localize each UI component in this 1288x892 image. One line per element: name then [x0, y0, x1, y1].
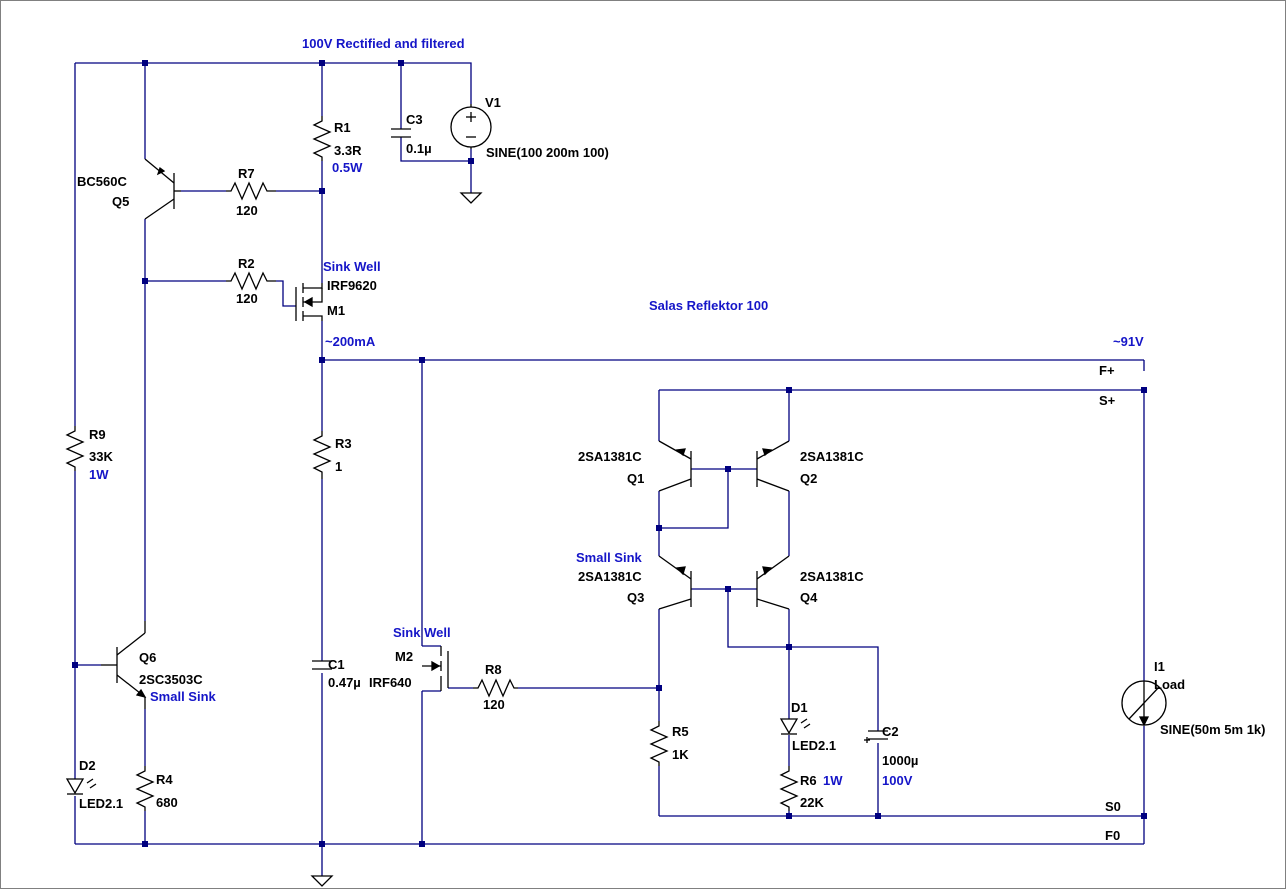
- resistor-r9-symbol[interactable]: [65, 426, 85, 471]
- d2-ref: D2: [79, 758, 96, 773]
- r1-ref: R1: [334, 120, 351, 135]
- q3-small-sink-note: Small Sink: [576, 550, 643, 565]
- net-s0: S0: [1105, 799, 1121, 814]
- c3-value: 0.1µ: [406, 141, 432, 156]
- c2-ref: C2: [882, 724, 899, 739]
- q1-ref: Q1: [627, 471, 644, 486]
- r1-rating: 0.5W: [332, 160, 363, 175]
- r3-value: 1: [335, 459, 342, 474]
- r2-ref: R2: [238, 256, 255, 271]
- ground-icon: [459, 192, 483, 204]
- resistor-r3-symbol[interactable]: [312, 431, 332, 479]
- r6-ref: R6: [800, 773, 817, 788]
- current-source-i1-symbol[interactable]: [1121, 680, 1167, 727]
- voltage-note: ~91V: [1113, 334, 1144, 349]
- capacitor-c1-symbol[interactable]: [312, 660, 332, 670]
- net-s-plus: S+: [1099, 393, 1116, 408]
- v1-value: SINE(100 200m 100): [486, 145, 609, 160]
- r4-value: 680: [156, 795, 178, 810]
- q1-value: 2SA1381C: [578, 449, 642, 464]
- q3-value: 2SA1381C: [578, 569, 642, 584]
- r9-ref: R9: [89, 427, 106, 442]
- r2-value: 120: [236, 291, 258, 306]
- i1-name: Load: [1154, 677, 1185, 692]
- q5-ref: Q5: [112, 194, 129, 209]
- m2-sink-well-note: Sink Well: [393, 625, 451, 640]
- q5-value: BC560C: [77, 174, 127, 189]
- m1-value: IRF9620: [327, 278, 377, 293]
- transistor-q5-symbol[interactable]: [144, 158, 181, 220]
- r8-value: 120: [483, 697, 505, 712]
- m1-sink-well-note: Sink Well: [323, 259, 381, 274]
- q6-small-sink-note: Small Sink: [150, 689, 217, 704]
- c1-value: 0.47µ: [328, 675, 361, 690]
- c3-ref: C3: [406, 112, 423, 127]
- q4-ref: Q4: [800, 590, 818, 605]
- d1-ref: D1: [791, 700, 808, 715]
- r9-value: 33K: [89, 449, 113, 464]
- c1-ref: C1: [328, 657, 345, 672]
- voltage-source-v1-symbol[interactable]: [450, 104, 492, 149]
- i1-value: SINE(50m 5m 1k): [1160, 722, 1266, 737]
- q2-value: 2SA1381C: [800, 449, 864, 464]
- resistor-r5-symbol[interactable]: [649, 721, 669, 766]
- r7-ref: R7: [238, 166, 255, 181]
- r6-value: 22K: [800, 795, 824, 810]
- c2-rating: 100V: [882, 773, 913, 788]
- circuit-title: Salas Reflektor 100: [649, 298, 768, 313]
- net-f0: F0: [1105, 828, 1120, 843]
- r3-ref: R3: [335, 436, 352, 451]
- i1-ref: I1: [1154, 659, 1165, 674]
- q6-ref: Q6: [139, 650, 156, 665]
- v1-ref: V1: [485, 95, 501, 110]
- resistor-r6-symbol[interactable]: [779, 766, 799, 811]
- r8-ref: R8: [485, 662, 502, 677]
- m2-value: IRF640: [369, 675, 412, 690]
- q2-ref: Q2: [800, 471, 817, 486]
- c2-value: 1000µ: [882, 753, 918, 768]
- supply-note: 100V Rectified and filtered: [302, 36, 465, 51]
- m2-ref: M2: [395, 649, 413, 664]
- capacitor-c3-symbol[interactable]: [391, 128, 411, 138]
- r5-ref: R5: [672, 724, 689, 739]
- mosfet-m1-symbol[interactable]: [295, 283, 323, 321]
- mosfet-m2-symbol[interactable]: [422, 646, 449, 691]
- r5-value: 1K: [672, 747, 689, 762]
- junction-dots: [72, 60, 1147, 847]
- resistor-r2-symbol[interactable]: [226, 271, 276, 291]
- d2-value: LED2.1: [79, 796, 123, 811]
- net-f-plus: F+: [1099, 363, 1115, 378]
- r1-value: 3.3R: [334, 143, 362, 158]
- resistor-r8-symbol[interactable]: [473, 678, 518, 698]
- transistor-q4-symbol[interactable]: [756, 555, 790, 610]
- r7-value: 120: [236, 203, 258, 218]
- ground-icon: [310, 875, 334, 887]
- resistor-r4-symbol[interactable]: [135, 766, 155, 811]
- led-d1-symbol[interactable]: [779, 718, 811, 735]
- transistor-q1-symbol[interactable]: [658, 440, 692, 492]
- r4-ref: R4: [156, 772, 173, 787]
- transistor-q6-symbol[interactable]: [101, 621, 147, 709]
- resistor-r1-symbol[interactable]: [312, 116, 332, 161]
- transistor-q2-symbol[interactable]: [756, 440, 790, 492]
- transistor-q3-symbol[interactable]: [658, 555, 692, 610]
- q6-value: 2SC3503C: [139, 672, 203, 687]
- current-note: ~200mA: [325, 334, 376, 349]
- d1-value: LED2.1: [792, 738, 836, 753]
- r6-rating: 1W: [823, 773, 843, 788]
- resistor-r7-symbol[interactable]: [226, 181, 276, 201]
- capacitor-c2-symbol[interactable]: [864, 730, 888, 743]
- led-d2-symbol[interactable]: [65, 778, 97, 795]
- m1-ref: M1: [327, 303, 345, 318]
- q4-value: 2SA1381C: [800, 569, 864, 584]
- r9-rating: 1W: [89, 467, 109, 482]
- wires: [74, 62, 1145, 876]
- q3-ref: Q3: [627, 590, 644, 605]
